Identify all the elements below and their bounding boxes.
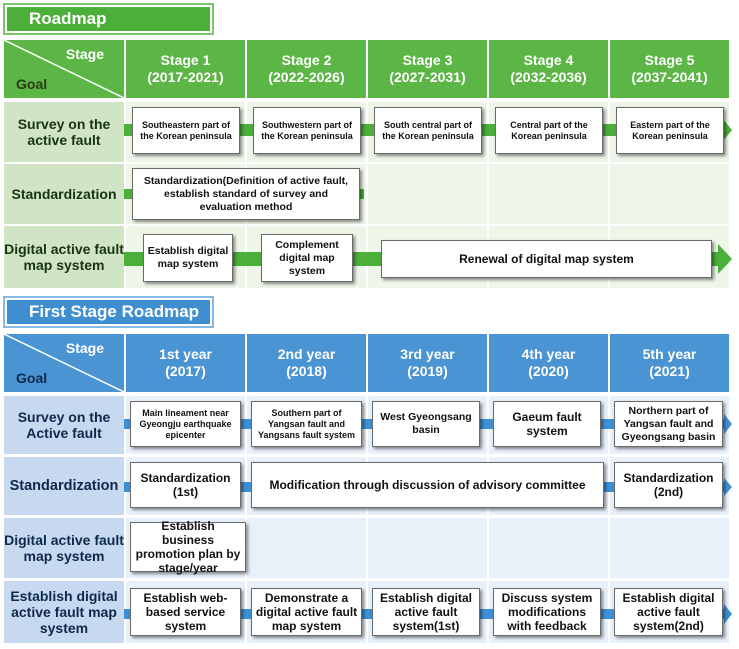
web-service-system-box: Establish web-based service system [130, 588, 241, 636]
survey-stage-4-box: Central part of the Korean peninsula [495, 107, 603, 154]
survey-year-4-box: Gaeum fault system [493, 401, 601, 447]
survey-stage-1-box: Southeastern part of the Korean peninsul… [132, 107, 240, 154]
establish-digital-map-box: Establish digital map system [143, 234, 233, 282]
row-label-establish-digital-map: Establish digital active fault map syste… [4, 581, 124, 643]
stage-5-header: Stage 5 (2037-2041) [610, 40, 729, 98]
standardization-stage-box: Standardization(Definition of active fau… [132, 168, 360, 220]
row-label-standardization: Standardization [4, 164, 124, 224]
row-label-standardization: Standardization [4, 457, 124, 515]
roadmap-corner-cell: Stage Goal [4, 40, 124, 98]
diagonal-line [4, 40, 124, 98]
survey-stage-2-box: Southwestern part of the Korean peninsul… [253, 107, 361, 154]
year-5-header: 5th year (2021) [610, 334, 729, 392]
year-3-header: 3rd year (2019) [368, 334, 487, 392]
demonstrate-digital-map-box: Demonstrate a digital active fault map s… [251, 588, 362, 636]
stage-3-header: Stage 3 (2027-2031) [368, 40, 487, 98]
first-stage-corner-cell: Stage Goal [4, 334, 124, 392]
diagonal-line [4, 334, 124, 392]
stage-2-header: Stage 2 (2022-2026) [247, 40, 366, 98]
stage-4-header: Stage 4 (2032-2036) [489, 40, 608, 98]
survey-year-3-box: West Gyeongsang basin [372, 401, 480, 447]
year-1-header: 1st year (2017) [126, 334, 245, 392]
renewal-digital-map-box: Renewal of digital map system [381, 240, 712, 278]
row-label-survey: Survey on the Active fault [4, 396, 124, 454]
discuss-modifications-box: Discuss system modifications with feedba… [493, 588, 601, 636]
survey-stage-3-box: South central part of the Korean peninsu… [374, 107, 482, 154]
goal-label: Goal [16, 370, 48, 386]
roadmap-title: Roadmap [5, 5, 212, 33]
stage-label: Stage [65, 340, 104, 356]
year-4-header: 4th year (2020) [489, 334, 608, 392]
digital-fault-system-1st-box: Establish digital active fault system(1s… [372, 588, 480, 636]
standardization-1st-box: Standardization (1st) [130, 462, 241, 508]
year-2-header: 2nd year (2018) [247, 334, 366, 392]
row-label-digital-map: Digital active fault map system [4, 518, 124, 578]
complement-digital-map-box: Complement digital map system [261, 234, 353, 282]
business-promotion-plan-box: Establish business promotion plan by sta… [130, 519, 246, 575]
row-label-digital-map: Digital active fault map system [4, 226, 124, 288]
survey-year-2-box: Southern part of Yangsan fault and Yangs… [251, 401, 362, 447]
survey-stage-5-box: Eastern part of the Korean peninsula [616, 107, 724, 154]
row-label-survey: Survey on the active fault [4, 102, 124, 162]
digital-fault-system-2nd-box: Establish digital active fault system(2n… [614, 588, 723, 636]
goal-label: Goal [16, 76, 48, 92]
advisory-committee-box: Modification through discussion of advis… [251, 462, 604, 508]
survey-year-5-box: Northern part of Yangsan fault and Gyeon… [614, 401, 723, 447]
standardization-2nd-box: Standardization (2nd) [614, 462, 723, 508]
cell-gridlines [245, 396, 610, 643]
survey-year-1-box: Main lineament near Gyeongju earthquake … [130, 401, 241, 447]
first-stage-roadmap-title: First Stage Roadmap [5, 298, 212, 326]
stage-label: Stage [65, 46, 104, 62]
stage-1-header: Stage 1 (2017-2021) [126, 40, 245, 98]
